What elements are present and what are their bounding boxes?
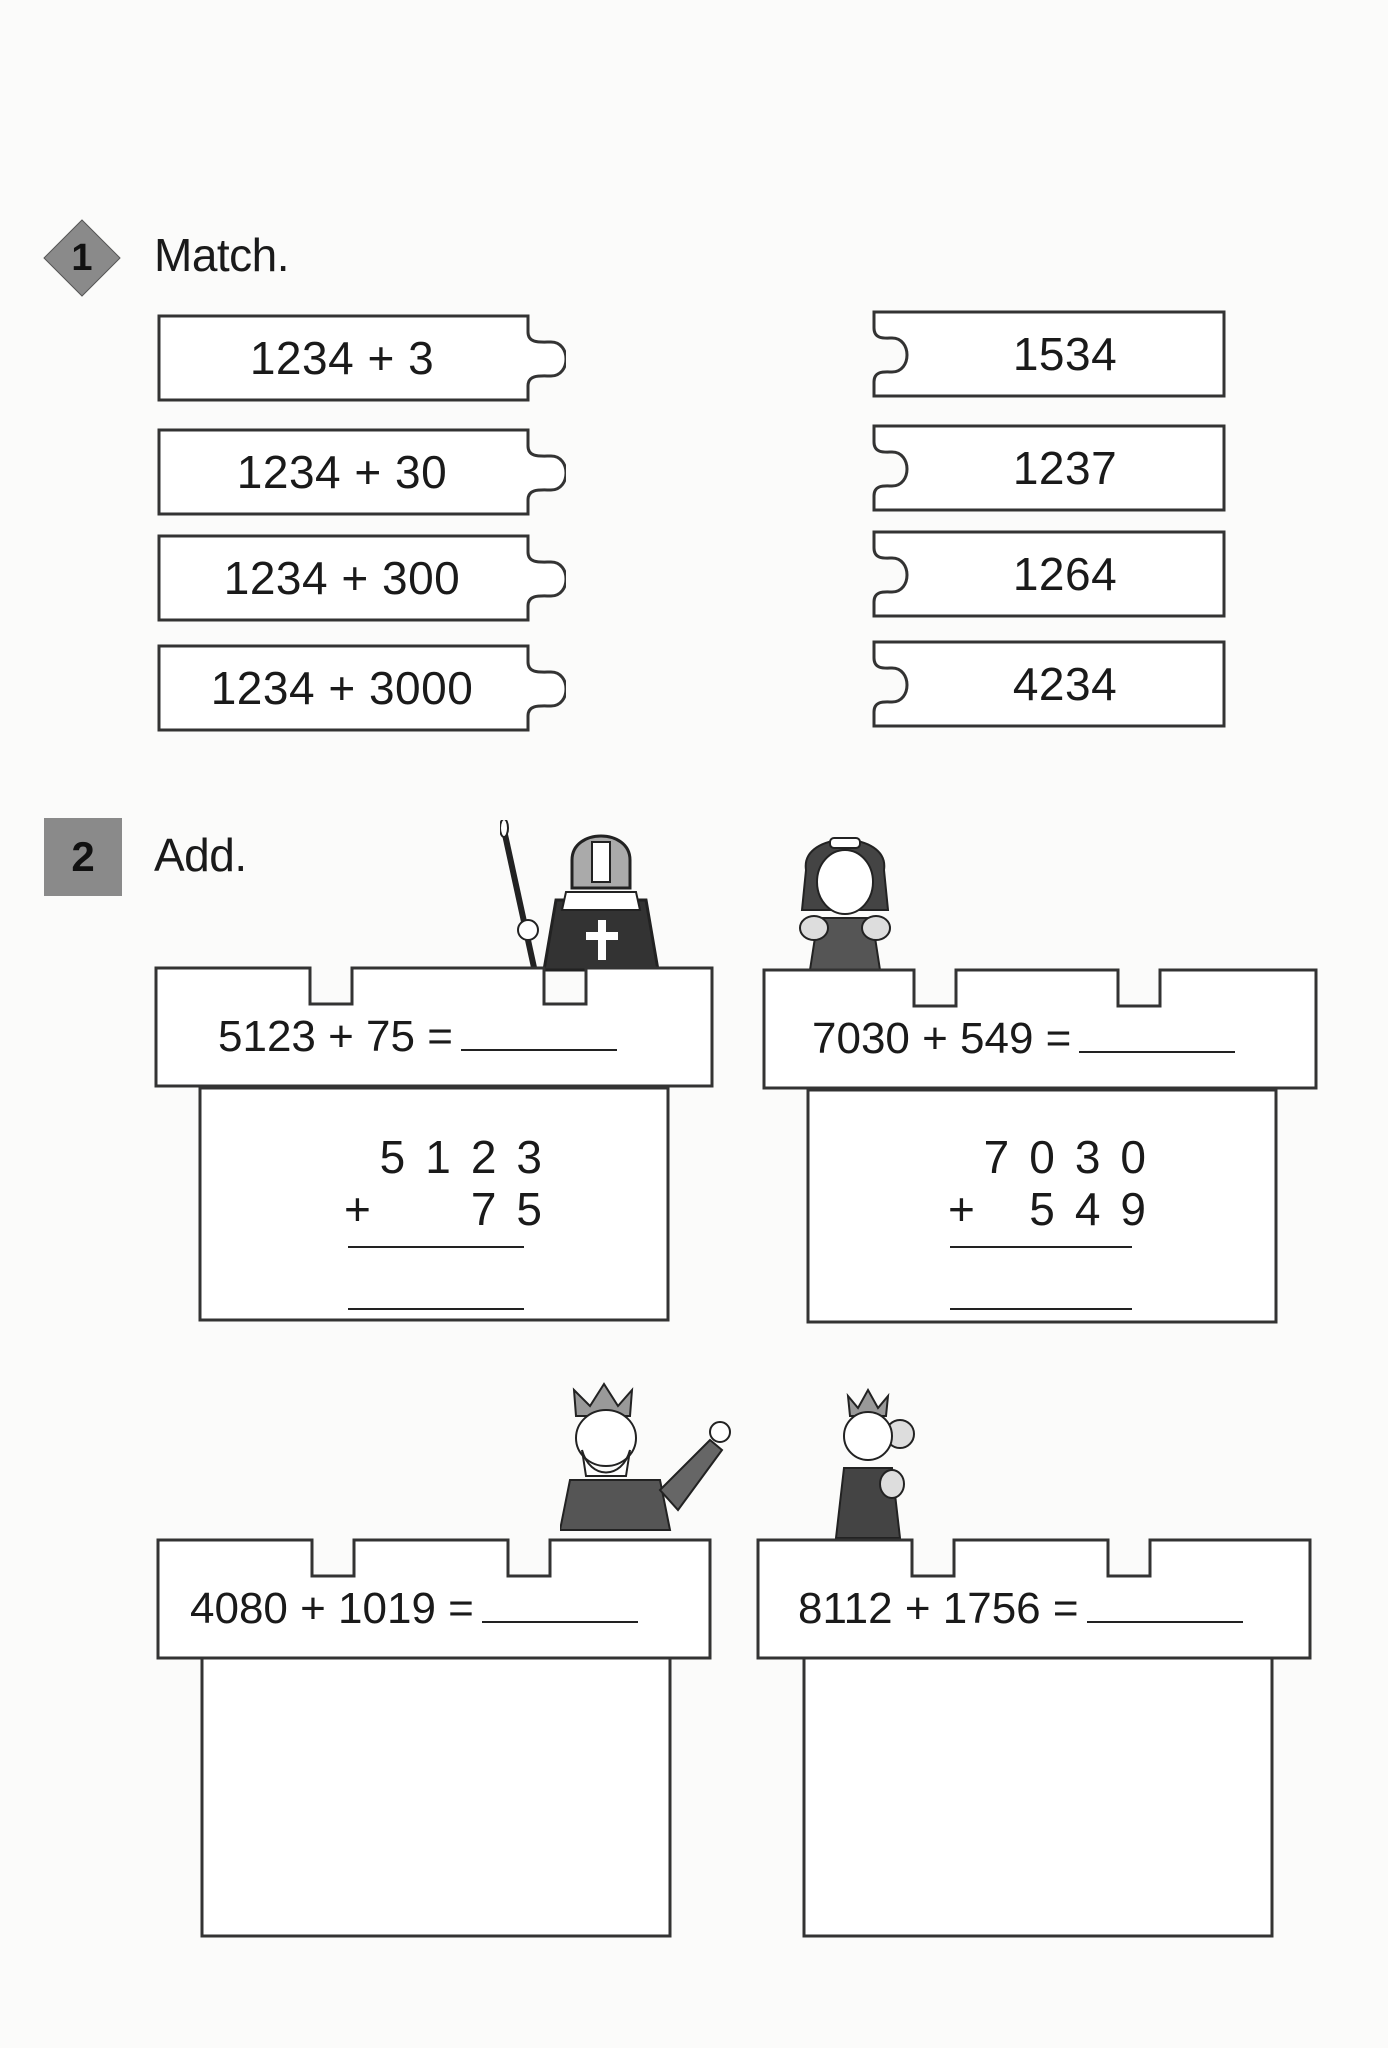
match-right-piece[interactable]: 1237 <box>866 422 1228 514</box>
match-left-piece[interactable]: 1234 + 3 <box>156 312 566 404</box>
castle-problem-1: 5123 + 75 = 5123 + 75 <box>152 960 724 1370</box>
equation-line: 4080 + 1019 = <box>190 1584 638 1634</box>
equation-text: 8112 + 1756 = <box>798 1584 1079 1633</box>
equation-text: 5123 + 75 = <box>218 1012 453 1061</box>
match-left-text: 1234 + 30 <box>236 446 448 498</box>
equation-line: 7030 + 549 = <box>812 1014 1236 1064</box>
equation-text: 4080 + 1019 = <box>190 1584 474 1633</box>
match-right-text: 1264 <box>1012 548 1118 600</box>
match-left-text: 1234 + 300 <box>223 552 461 604</box>
section-1-badge: 1 <box>42 218 122 298</box>
castle-problem-3: 4080 + 1019 = <box>154 1530 726 1940</box>
diamond-icon <box>43 219 121 297</box>
section-2-title: Add. <box>154 829 247 881</box>
addend-bottom: 549 <box>1029 1183 1166 1235</box>
match-left-piece[interactable]: 1234 + 3000 <box>156 642 566 734</box>
castle-problem-2: 7030 + 549 = 7030 + 549 <box>760 960 1332 1370</box>
plus-sign: + <box>948 1183 975 1235</box>
girl-illustration <box>799 837 891 971</box>
match-right-piece[interactable]: 4234 <box>866 638 1228 730</box>
match-right-text: 1534 <box>1012 328 1118 380</box>
castle-problem-4: 8112 + 1756 = <box>754 1530 1326 1940</box>
match-left-text: 1234 + 3 <box>249 332 435 384</box>
addend-top: 5123 <box>379 1131 562 1183</box>
section-1-number: 1 <box>71 236 93 279</box>
answer-line[interactable] <box>950 1308 1132 1310</box>
equation-line: 5123 + 75 = <box>218 1012 617 1062</box>
sum-line <box>950 1246 1132 1248</box>
answer-blank[interactable] <box>460 1015 617 1051</box>
equation-line: 8112 + 1756 = <box>798 1584 1243 1634</box>
sum-line <box>348 1246 524 1248</box>
match-left-text: 1234 + 3000 <box>210 662 474 714</box>
king-illustration <box>560 1382 731 1531</box>
answer-blank[interactable] <box>481 1587 638 1623</box>
answer-blank[interactable] <box>1079 1017 1236 1053</box>
answer-blank[interactable] <box>1086 1587 1243 1623</box>
match-right-piece[interactable]: 1264 <box>866 528 1228 620</box>
princess-illustration <box>834 1388 915 1539</box>
answer-line[interactable] <box>348 1308 524 1310</box>
addend-bottom: 75 <box>470 1183 562 1235</box>
match-right-text: 1237 <box>1012 442 1118 494</box>
match-right-text: 4234 <box>1012 658 1118 710</box>
match-left-piece[interactable]: 1234 + 30 <box>156 426 566 518</box>
equation-text: 7030 + 549 = <box>812 1014 1072 1063</box>
plus-sign: + <box>344 1183 371 1235</box>
section-2-number: 2 <box>44 818 122 896</box>
addend-top: 7030 <box>983 1131 1166 1183</box>
match-right-piece[interactable]: 1534 <box>866 308 1228 400</box>
section-1-title: Match. <box>154 229 290 281</box>
match-left-piece[interactable]: 1234 + 300 <box>156 532 566 624</box>
